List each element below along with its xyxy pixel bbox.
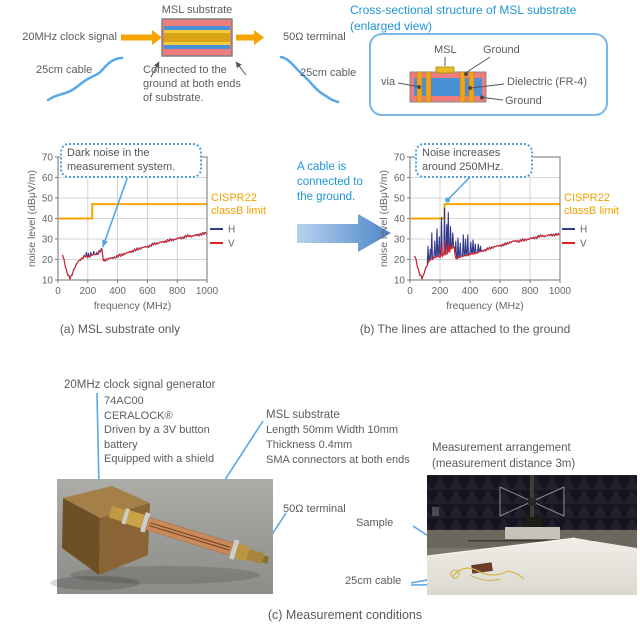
x-tick-label: 800 <box>522 286 539 297</box>
x-tick-label: 600 <box>492 286 509 297</box>
x-tick-label: 0 <box>55 286 61 297</box>
callout-noise-increase: Noise increases around 250MHz. <box>415 143 533 178</box>
label-via: via <box>381 76 396 88</box>
annotation-pointer <box>101 175 129 248</box>
caption-b: (b) The lines are attached to the ground <box>359 322 571 336</box>
x-tick-label: 400 <box>462 286 479 297</box>
msl-photo-title: MSL substrate <box>266 409 340 421</box>
label-dielectric: Dielectric (FR-4) <box>507 76 588 88</box>
cable-label-bottom: 25cm cable <box>345 575 402 587</box>
generator-photo <box>50 479 273 594</box>
legend-label-H: H <box>580 225 587 236</box>
y-tick-label: 40 <box>394 214 406 225</box>
msl-substrate-diagram <box>46 18 340 104</box>
cable-right-label: 25cm cable <box>300 67 357 79</box>
limit-label: classB limit <box>564 205 619 217</box>
y-tick-label: 70 <box>42 153 54 164</box>
cross-section-diagram <box>369 33 608 116</box>
legend-label-H: H <box>228 225 235 236</box>
label-ground-bottom: Ground <box>505 95 542 107</box>
limit-label: classB limit <box>211 205 266 217</box>
chamber-photo <box>426 475 637 595</box>
transition-text: A cable is connected to the ground. <box>297 161 363 203</box>
y-tick-label: 60 <box>394 173 406 184</box>
y-tick-label: 30 <box>42 235 54 246</box>
x-tick-label: 1000 <box>196 286 219 297</box>
signal-arrow-icon <box>121 30 162 45</box>
chart-a: 0 200 400 600 800 1000 10 20 30 40 50 60 70 frequency… <box>26 153 266 313</box>
msl-photo-details: Length 50mm Width 10mm Thickness 0.4mm S… <box>266 424 410 466</box>
x-tick-label: 400 <box>109 286 126 297</box>
y-tick-label: 20 <box>42 255 54 266</box>
cable-right-icon <box>279 55 340 104</box>
arrangement-label: Measurement arrangement (measurement dis… <box>432 442 576 470</box>
x-tick-label: 800 <box>169 286 186 297</box>
y-tick-label: 20 <box>394 255 406 266</box>
msl-substrate-title: MSL substrate <box>161 4 233 16</box>
x-tick-label: 200 <box>79 286 96 297</box>
y-tick-label: 50 <box>42 194 54 205</box>
y-tick-label: 30 <box>394 235 406 246</box>
y-tick-label: 70 <box>394 153 406 164</box>
y-axis-label: noise level (dBμV/m) <box>26 170 38 267</box>
legend-label-V: V <box>228 239 235 250</box>
x-tick-label: 200 <box>432 286 449 297</box>
caption-a: (a) MSL substrate only <box>59 322 181 336</box>
generator-details: 74AC00 CERALOCK® Driven by a 3V button b… <box>104 395 215 466</box>
transition-arrow-icon <box>297 214 391 252</box>
limit-label: CISPR22 <box>211 192 257 204</box>
terminal-label-bottom: 50Ω terminal <box>283 503 346 515</box>
x-tick-label: 600 <box>139 286 156 297</box>
label-ground-top: Ground <box>483 44 520 56</box>
legend-label-V: V <box>580 239 587 250</box>
ground-note: Connected to the ground at both ends of … <box>143 64 241 104</box>
ground-pointer-right <box>235 61 247 76</box>
terminal-label-top: 50Ω terminal <box>283 31 346 43</box>
x-tick-label: 1000 <box>549 286 572 297</box>
limit-label: CISPR22 <box>564 192 610 204</box>
x-axis-label: frequency (MHz) <box>94 300 172 312</box>
y-tick-label: 40 <box>42 214 54 225</box>
generator-title: 20MHz clock signal generator <box>64 379 216 391</box>
series-V <box>413 233 561 280</box>
terminal-arrow-icon <box>236 30 264 45</box>
cross-section-title: Cross-sectional structure of MSL substra… <box>350 3 577 33</box>
limit-line <box>58 203 207 220</box>
y-axis-label: noise level (dBμV/m) <box>378 170 390 267</box>
callout-dark-noise: Dark noise in the measurement system. <box>60 143 202 178</box>
x-axis-label: frequency (MHz) <box>446 300 524 312</box>
series-V <box>61 232 208 280</box>
label-msl: MSL <box>434 44 457 56</box>
y-tick-label: 60 <box>42 173 54 184</box>
y-tick-label: 10 <box>42 276 54 287</box>
x-tick-label: 0 <box>407 286 413 297</box>
cable-left-icon <box>46 56 124 102</box>
caption-c: (c) Measurement conditions <box>267 608 423 622</box>
sample-label: Sample <box>356 517 394 529</box>
y-tick-label: 10 <box>394 276 406 287</box>
annotation-pointer <box>446 176 471 201</box>
clock-signal-label: 20MHz clock signal <box>22 31 117 43</box>
y-tick-label: 50 <box>394 194 406 205</box>
cable-left-label: 25cm cable <box>36 64 93 76</box>
ground-pointer-left <box>150 61 160 78</box>
